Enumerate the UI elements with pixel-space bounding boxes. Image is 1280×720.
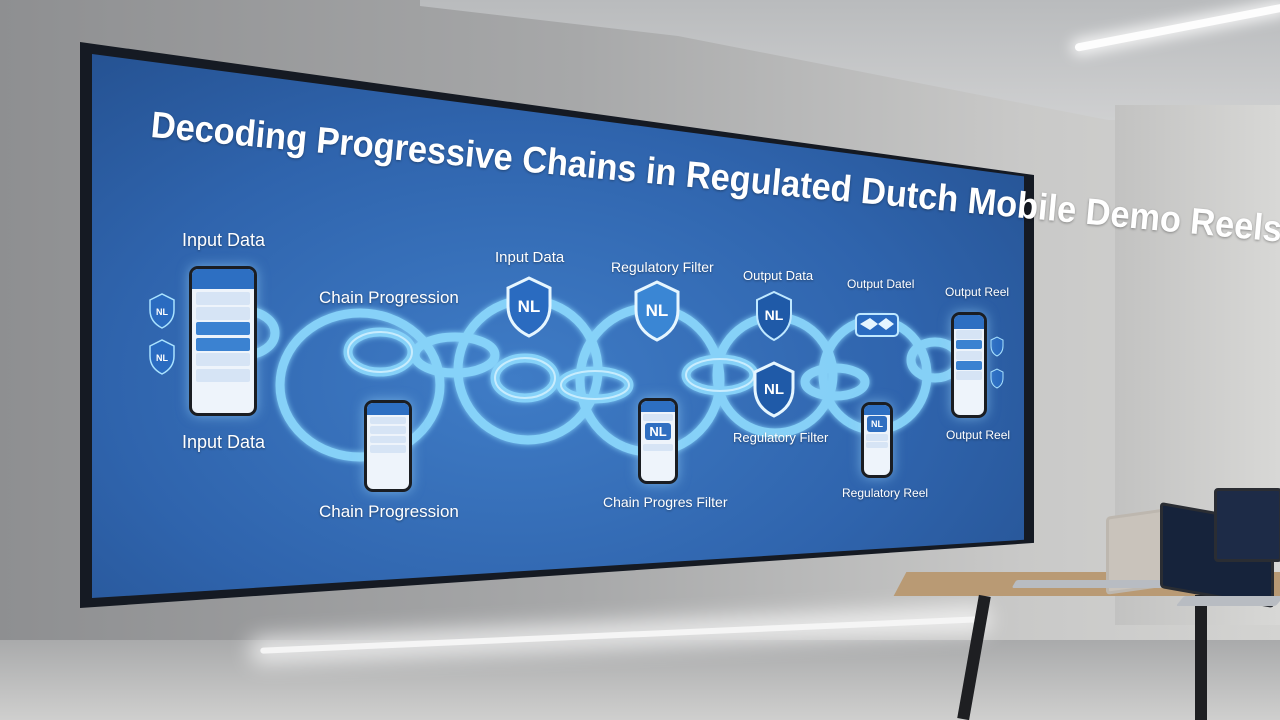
label-regulatory-reel: Regulatory Reel (842, 486, 929, 500)
phone-icon (189, 266, 257, 416)
phone-icon: NL (861, 402, 893, 478)
shield-icon: NL (634, 280, 680, 342)
label-output-reel-bottom: Output Reel (946, 428, 1011, 442)
label-chain-progression-top: Chain Progression (319, 288, 459, 307)
shield-icon: NL (753, 361, 795, 418)
phone-nl-badge: NL (867, 416, 887, 432)
desk-leg (1195, 595, 1207, 720)
shield-label: NL (156, 353, 168, 363)
label-input-data-bottom: Input Data (182, 432, 266, 452)
label-input-data-top: Input Data (182, 230, 266, 250)
shield-icon: NL (149, 339, 175, 375)
phone-icon: NL (638, 398, 678, 484)
shield-label: NL (765, 307, 784, 323)
laptop-base (1011, 580, 1167, 588)
label-chain-progression-bottom: Chain Progression (319, 502, 459, 521)
label-output-reel-top: Output Reel (945, 285, 1010, 299)
label-chain-progres-filter: Chain Progres Filter (603, 494, 728, 510)
laptop-base (1175, 596, 1280, 606)
shield-label: NL (156, 307, 168, 317)
shield-label: NL (646, 301, 669, 320)
shield-icon: NL (506, 276, 552, 338)
label-input-data-mid: Input Data (495, 249, 565, 266)
phone-icon (951, 312, 987, 418)
chain-icon (210, 295, 964, 462)
shield-icon: NL (756, 290, 792, 342)
label-output-data: Output Data (743, 268, 814, 283)
shield-label: NL (764, 381, 784, 398)
phone-nl-badge: NL (645, 422, 671, 441)
label-regulatory-filter-bottom: Regulatory Filter (733, 430, 829, 445)
phone-icon (364, 400, 412, 492)
shield-label: NL (518, 297, 541, 316)
shield-icon (990, 336, 1004, 389)
floor (0, 640, 1280, 720)
shield-icon: NL (149, 293, 175, 329)
handshake-icon (855, 313, 899, 337)
monitor-icon (1214, 488, 1280, 562)
label-regulatory-filter-top: Regulatory Filter (611, 259, 714, 275)
label-output-datel: Output Datel (847, 277, 915, 291)
